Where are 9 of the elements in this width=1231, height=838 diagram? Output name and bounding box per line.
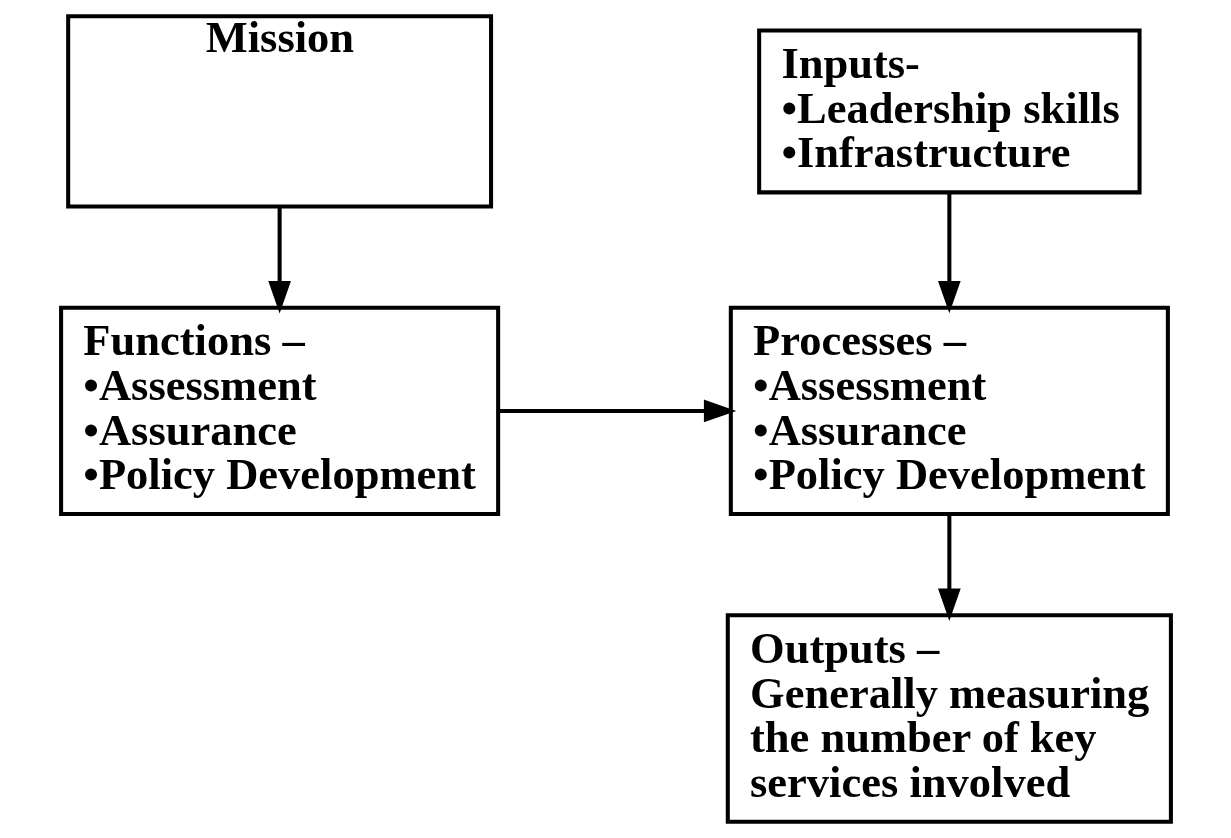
arrow (498, 399, 736, 423)
node-box: Processes – •Assessment •Assurance •Policy Development (728, 305, 1170, 517)
arrow (937, 192, 961, 314)
node-box: Outputs – Generally measuring the number of key services involved (725, 613, 1173, 824)
node-box: Mission (65, 14, 493, 209)
node-box: Functions – •Assessment •Assurance •Policy Development (58, 305, 500, 517)
arrow (937, 514, 961, 621)
arrow (267, 206, 291, 314)
node-box: Inputs- •Leadership skills •Infrastructure (756, 28, 1142, 195)
